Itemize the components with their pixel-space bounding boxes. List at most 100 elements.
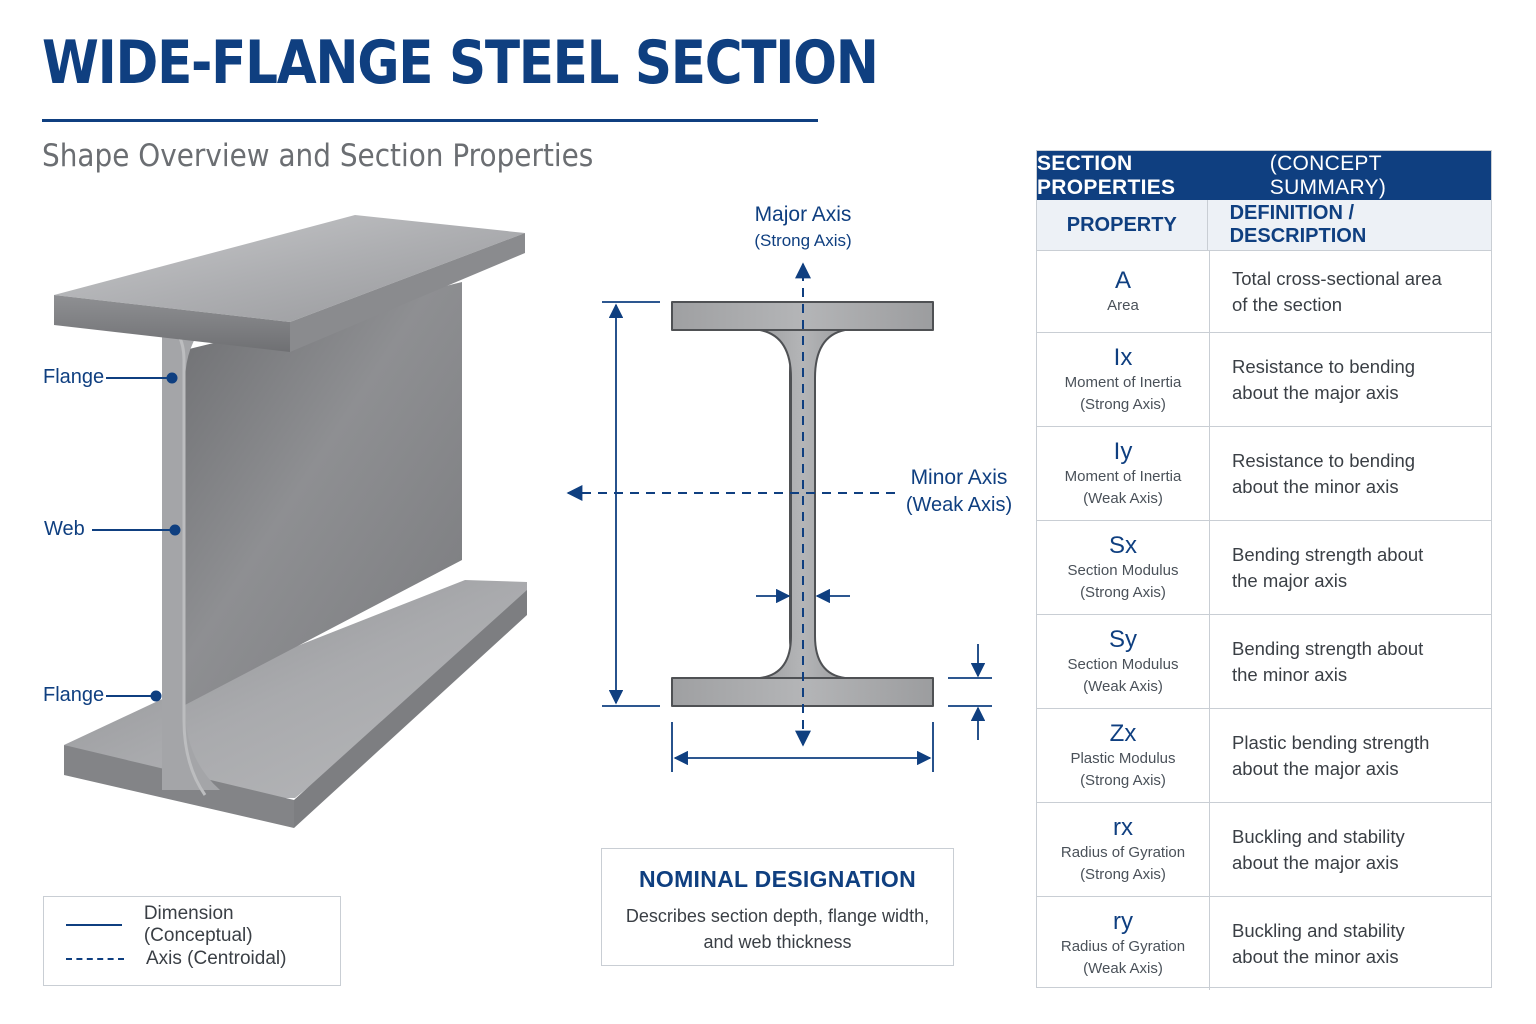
definition-line: about the minor axis — [1232, 945, 1399, 967]
property-symbol: Zx — [1109, 719, 1137, 747]
minor-axis-subtitle: (Weak Axis) — [905, 494, 1013, 516]
definition-line: about the minor axis — [1232, 475, 1399, 497]
definition-line: about the major axis — [1232, 851, 1399, 873]
property-name: (Strong Axis) — [1080, 865, 1166, 883]
steel-beam-3d — [54, 215, 527, 828]
page-subtitle: Shape Overview and Section Properties — [42, 138, 594, 174]
leader-dot — [166, 372, 178, 384]
definition-line: about the major axis — [1232, 757, 1399, 779]
definition-cell: Resistance to bending about the minor axi… — [1210, 427, 1491, 520]
top-flange-front-face — [54, 295, 290, 352]
table-row: A Area Total cross-sectional area of the se… — [1037, 251, 1491, 333]
bottom-flange-right-face — [294, 590, 527, 828]
definition-line: Resistance to bending — [1232, 355, 1416, 377]
top-flange-top-surface — [54, 215, 525, 322]
property-cell: A Area — [1037, 251, 1210, 332]
dashed-line-swatch — [66, 958, 124, 960]
minor-axis-label: Minor Axis (Weak Axis) — [900, 466, 1018, 517]
table-banner: SECTION PROPERTIES (CONCEPT SUMMARY) — [1037, 151, 1491, 200]
definition-line: Buckling and stability — [1232, 825, 1405, 847]
banner-subtitle: (CONCEPT SUMMARY) — [1269, 151, 1387, 199]
property-name: (Strong Axis) — [1080, 395, 1166, 413]
designation-body: Describes section depth, flange width, a… — [620, 903, 935, 955]
label-bottom-flange: Flange — [43, 684, 105, 706]
property-name: Radius of Gyration — [1060, 937, 1186, 955]
definition-cell: Buckling and stability about the minor ax… — [1210, 897, 1491, 990]
designation-line-1: Describes section depth, flange width, — [625, 906, 930, 926]
definition-line: Bending strength about — [1232, 543, 1424, 565]
table-header: PROPERTY DEFINITION / DESCRIPTION — [1037, 200, 1491, 251]
web-front-face — [162, 325, 220, 790]
property-name: (Strong Axis) — [1080, 583, 1166, 601]
legend-item-axis: Axis (Centroidal) — [66, 947, 286, 971]
designation-line-2: and web thickness — [703, 932, 852, 952]
property-symbol: Sx — [1108, 531, 1137, 559]
definition-line: Bending strength about — [1232, 637, 1424, 659]
definition-cell: Buckling and stability about the major ax… — [1210, 803, 1491, 896]
title-underline — [42, 119, 818, 122]
minor-axis-title: Minor Axis — [910, 466, 1008, 489]
nominal-designation-box: NOMINAL DESIGNATION Describes section de… — [601, 848, 954, 966]
property-name: Area — [1107, 296, 1139, 314]
definition-line: of the section — [1232, 293, 1343, 315]
leader-dot — [169, 524, 181, 536]
property-symbol: A — [1114, 266, 1131, 294]
definition-cell: Plastic bending strength about the major … — [1210, 709, 1491, 802]
property-name: Radius of Gyration — [1060, 843, 1186, 861]
property-symbol: Sy — [1108, 625, 1137, 653]
flange-thickness-dimension — [948, 644, 992, 740]
definition-line: Plastic bending strength — [1232, 731, 1430, 753]
legend-item-dimension: Dimension (Conceptual) — [66, 903, 340, 946]
beam-leaders — [92, 372, 181, 702]
label-top-flange: Flange — [43, 366, 105, 388]
major-axis-label: Major Axis (Strong Axis) — [733, 203, 873, 251]
property-name: Moment of Inertia — [1064, 373, 1182, 391]
header-property: PROPERTY — [1037, 200, 1208, 250]
label-web: Web — [44, 518, 85, 540]
property-name: Plastic Modulus — [1070, 749, 1176, 767]
legend-axis-label: Axis (Centroidal) — [146, 948, 287, 969]
section-properties-table: SECTION PROPERTIES (CONCEPT SUMMARY) PRO… — [1036, 150, 1492, 990]
designation-heading: NOMINAL DESIGNATION — [638, 866, 917, 892]
definition-cell: Total cross-sectional area of the section — [1210, 251, 1491, 332]
legend-dimension-label: Dimension (Conceptual) — [143, 903, 253, 946]
definition-line: the major axis — [1232, 569, 1348, 591]
definition-cell: Bending strength about the major axis — [1210, 521, 1491, 614]
property-symbol: Ix — [1113, 343, 1133, 371]
major-axis-title: Major Axis — [754, 203, 852, 226]
property-name: (Weak Axis) — [1083, 489, 1163, 507]
leader-dot — [150, 690, 162, 702]
definition-cell: Resistance to bending about the major axi… — [1210, 333, 1491, 426]
table-body: A Area Total cross-sectional area of the se… — [1037, 251, 1491, 990]
property-symbol: ry — [1113, 907, 1133, 935]
definition-line: Buckling and stability — [1232, 919, 1405, 941]
property-name: Section Modulus — [1067, 655, 1179, 673]
flange-width-dimension — [671, 722, 934, 772]
top-flange-right-face — [290, 233, 525, 352]
definition-line: about the major axis — [1232, 381, 1399, 403]
solid-line-swatch — [66, 924, 122, 926]
web-surface — [185, 282, 462, 705]
definition-line: Total cross-sectional area — [1232, 267, 1442, 289]
definition-line: Resistance to bending — [1232, 449, 1416, 471]
legend: Dimension (Conceptual) Axis (Centroidal) — [43, 896, 341, 986]
property-name: (Strong Axis) — [1080, 771, 1166, 789]
page-title: WIDE-FLANGE STEEL SECTION — [42, 28, 879, 98]
property-name: (Weak Axis) — [1083, 677, 1163, 695]
